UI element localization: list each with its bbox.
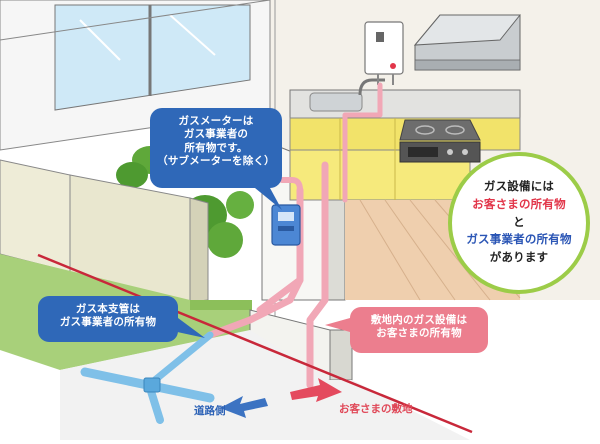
summary-line-customer: お客さまの所有物 (472, 196, 566, 211)
summary-line-and: と (513, 214, 525, 229)
meter-callout-line: ガス事業者の (183, 128, 249, 141)
summary-line-end: があります (489, 250, 549, 265)
faucet-icon (358, 78, 385, 96)
meter-callout-line: ガスメーターは (178, 115, 254, 127)
summary-line-1: ガス設備には (483, 179, 555, 193)
ground (60, 330, 470, 440)
main-pipe-ownership-callout: ガス本支管は ガス事業者の所有物 (38, 296, 178, 342)
main-pipe-joint (143, 377, 161, 393)
meter-ownership-callout: ガスメーターは ガス事業者の 所有物です。 （サブメーターを除く） (150, 108, 282, 188)
meter-callout-tail (255, 188, 282, 210)
arrow-to-road (220, 396, 268, 418)
property-boundary-line (37, 253, 473, 434)
arrow-to-property (290, 378, 342, 402)
customer-gas-pipe (206, 82, 383, 389)
ownership-summary-circle: ガス設備には お客さまの所有物 と ガス事業者の所有物 があります (448, 152, 590, 294)
meter-callout-line: 所有物です。 (184, 141, 248, 154)
road-side-label: 道路側 (194, 405, 226, 417)
gas-meter-icon (271, 204, 301, 246)
onsite-callout-tail (325, 318, 350, 332)
main-callout-line: ガス本支管は (75, 303, 141, 315)
summary-line-company: ガス事業者の所有物 (466, 232, 572, 247)
customer-property-label: お客さまの敷地 (339, 403, 413, 415)
onsite-callout-line: 敷地内のガス設備は (370, 314, 468, 326)
onsite-ownership-callout: 敷地内のガス設備は お客さまの所有物 (350, 307, 488, 353)
gas-stove-icon (399, 119, 481, 163)
water-heater-icon (364, 21, 404, 85)
meter-callout-line: （サブメーターを除く） (157, 155, 275, 168)
main-callout-line: ガス事業者の所有物 (59, 316, 157, 329)
onsite-callout-line: お客さまの所有物 (376, 327, 462, 340)
block-wall (0, 159, 209, 303)
range-hood-icon (413, 14, 522, 71)
